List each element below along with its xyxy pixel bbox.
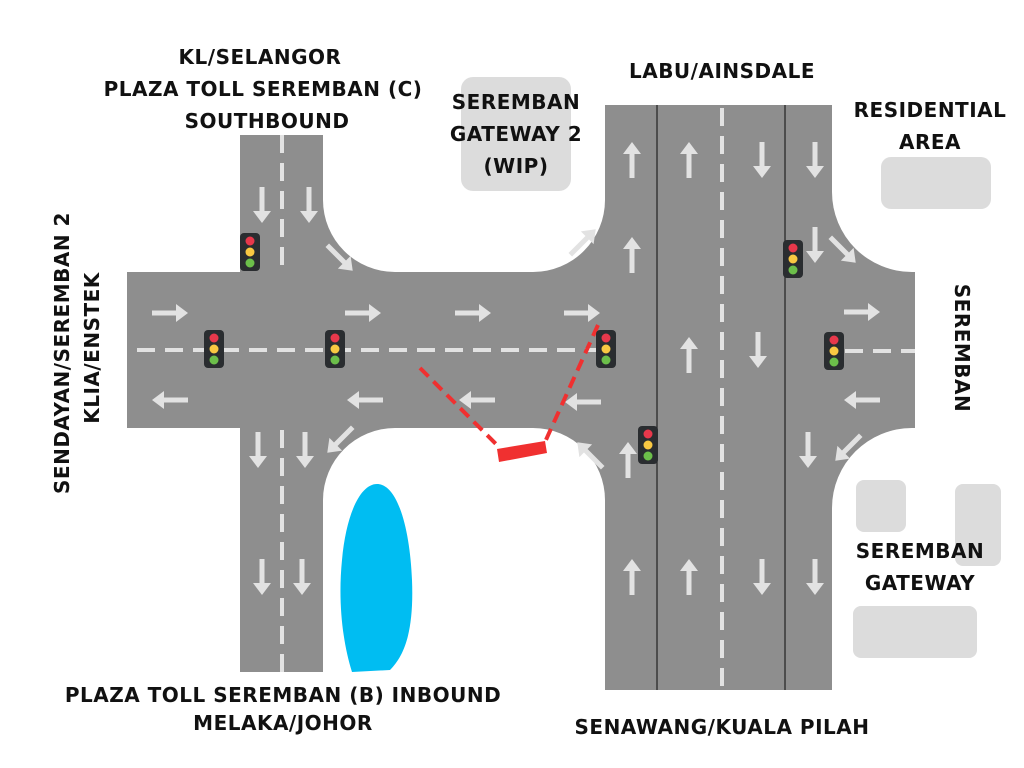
direction-arrow-icon <box>828 235 856 263</box>
traffic-light-icon <box>325 330 345 368</box>
lane-dividers <box>656 105 786 690</box>
direction-arrow-icon <box>327 425 355 453</box>
direction-arrow-icon <box>749 332 767 368</box>
direction-arrow-icon <box>152 304 188 322</box>
direction-arrow-icon <box>806 227 824 263</box>
traffic-light-icon <box>596 330 616 368</box>
lane-markings <box>137 108 915 690</box>
direction-arrow-icon <box>753 142 771 178</box>
direction-arrow-icon <box>623 559 641 595</box>
direction-arrow-icon <box>296 432 314 468</box>
direction-arrow-icon <box>680 559 698 595</box>
traffic-light-icon <box>783 240 803 278</box>
label-southbound: SOUTHBOUND <box>185 109 350 133</box>
direction-arrow-icon <box>152 391 188 409</box>
label-gateway2-3: (WIP) <box>484 154 549 178</box>
traffic-light-icon <box>240 233 260 271</box>
direction-arrow-icon <box>249 432 267 468</box>
label-plaza-toll-b: PLAZA TOLL SEREMBAN (B) INBOUND <box>65 683 501 707</box>
label-area: AREA <box>899 130 961 154</box>
label-gateway2-1: SEREMBAN <box>452 90 581 114</box>
direction-arrow-icon <box>564 304 600 322</box>
direction-arrow-icon <box>844 303 880 321</box>
buildings <box>461 77 1001 658</box>
direction-arrow-icon <box>300 187 318 223</box>
direction-arrow-icon <box>835 433 863 461</box>
gateway2-building <box>461 77 571 191</box>
label-senawang: SENAWANG/KUALA PILAH <box>575 715 870 739</box>
direction-arrow-icon <box>619 442 637 478</box>
direction-arrow-icon <box>459 391 495 409</box>
cutouts <box>323 0 1024 768</box>
label-seremban-east: SEREMBAN <box>950 284 974 413</box>
label-labu-ainsdale: LABU/AINSDALE <box>629 59 815 83</box>
direction-arrow-icon <box>347 391 383 409</box>
barrier-block <box>497 441 547 462</box>
label-kl-selangor: KL/SELANGOR <box>179 45 342 69</box>
gateway-building-2 <box>955 484 1001 566</box>
direction-arrow-icon <box>806 559 824 595</box>
label-klia-enstek: KLIA/ENSTEK <box>80 271 104 424</box>
direction-arrow-icon <box>293 559 311 595</box>
labels: KL/SELANGOR PLAZA TOLL SEREMBAN (C) SOUT… <box>50 45 1006 739</box>
label-sendayan: SENDAYAN/SEREMBAN 2 <box>50 212 74 494</box>
direction-arrow-icon <box>253 187 271 223</box>
direction-arrow-icon <box>455 304 491 322</box>
label-residential: RESIDENTIAL <box>854 98 1007 122</box>
traffic-light-icon <box>824 332 844 370</box>
direction-arrow-icon <box>253 559 271 595</box>
barrier <box>418 324 600 462</box>
traffic-light-icon <box>638 426 658 464</box>
direction-arrow-icon <box>623 237 641 273</box>
direction-arrow-icon <box>799 432 817 468</box>
pond <box>340 484 413 672</box>
direction-arrow-icon <box>680 142 698 178</box>
direction-arrow-icon <box>844 391 880 409</box>
label-melaka-johor: MELAKA/JOHOR <box>193 711 373 735</box>
label-seremban-gateway-1: SEREMBAN <box>856 539 985 563</box>
direction-arrow-icon <box>623 142 641 178</box>
residential-building <box>881 157 991 209</box>
direction-arrow-icon <box>345 304 381 322</box>
traffic-light-icon <box>204 330 224 368</box>
gateway-building-1 <box>856 480 906 532</box>
direction-arrow-icon <box>753 559 771 595</box>
direction-arrow-icon <box>680 337 698 373</box>
direction-arrow-icon <box>565 393 601 411</box>
label-plaza-toll-c: PLAZA TOLL SEREMBAN (C) <box>104 77 423 101</box>
main-vertical-road <box>605 105 832 690</box>
direction-arrow-icon <box>577 442 605 470</box>
direction-arrow-icon <box>806 142 824 178</box>
traffic-lights <box>204 233 844 464</box>
label-gateway2-2: GATEWAY 2 <box>450 122 582 146</box>
direction-arrow-icon <box>568 229 596 257</box>
direction-arrows <box>152 142 880 595</box>
direction-arrow-icon <box>325 243 353 271</box>
gateway-building-3 <box>853 606 977 658</box>
label-seremban-gateway-2: GATEWAY <box>865 571 975 595</box>
